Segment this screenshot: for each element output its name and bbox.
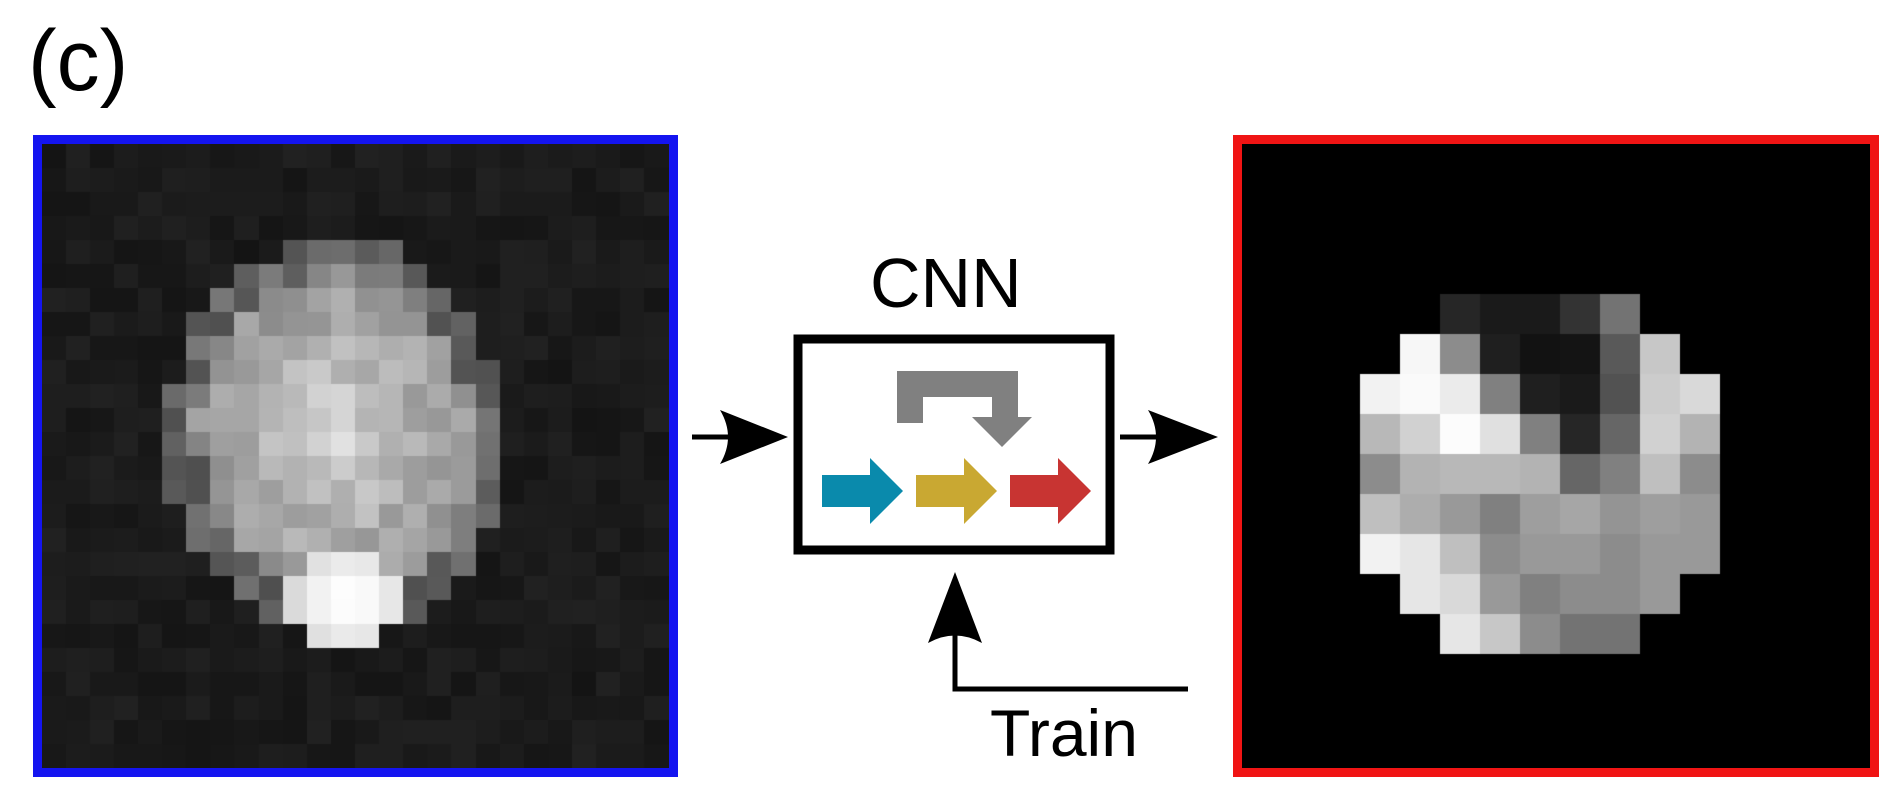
output-image-frame — [1233, 135, 1879, 777]
train-feedback-arrow-icon — [928, 572, 1188, 692]
output-prediction-image — [1242, 144, 1870, 768]
layer-arrow-1-icon — [822, 458, 903, 524]
cnn-title: CNN — [870, 244, 1022, 322]
input-arrow-icon — [692, 410, 788, 464]
input-mri-image — [42, 144, 669, 768]
layer-arrow-2-icon — [916, 458, 997, 524]
output-arrow-icon — [1120, 410, 1218, 464]
layer-arrow-3-icon — [1010, 458, 1091, 524]
skip-connection-icon — [897, 371, 1032, 447]
train-label: Train — [990, 696, 1138, 770]
panel-label: (c) — [28, 13, 129, 109]
input-image-frame — [33, 135, 678, 777]
